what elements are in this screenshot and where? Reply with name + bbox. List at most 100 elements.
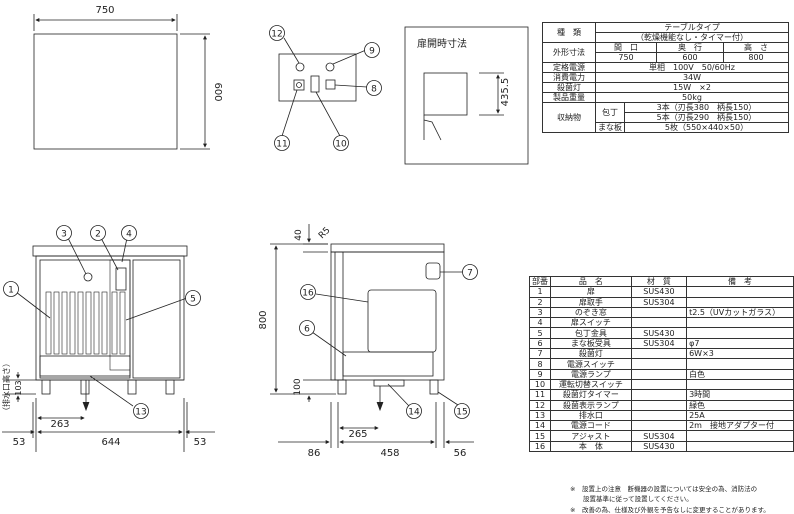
front-dim-left: 53 xyxy=(13,437,26,448)
part-number: 2 xyxy=(529,296,551,308)
table-row: 種 類 テーブルタイプ xyxy=(542,22,789,43)
part-number: 10 xyxy=(529,378,551,391)
callout-15: 15 xyxy=(456,408,467,418)
part-note xyxy=(686,327,794,339)
front-callouts: 1 3 2 4 5 13 xyxy=(3,225,201,419)
uv-timer xyxy=(293,79,305,91)
part-note xyxy=(686,317,794,329)
part-name: 本 体 xyxy=(550,440,632,453)
part-note: t2.5（UVカットガラス） xyxy=(686,306,794,319)
callout-8: 8 xyxy=(371,85,377,95)
part-note: 白色 xyxy=(686,368,794,380)
front-dim-right: 53 xyxy=(194,437,207,448)
part-number: 15 xyxy=(529,430,551,442)
part-material: SUS430 xyxy=(630,286,688,298)
sterilize-lamp xyxy=(295,62,305,72)
top-width-dim: 750 xyxy=(95,5,114,16)
table-row: 製品重量 50kg xyxy=(542,92,789,103)
part-name: 殺菌灯タイマー xyxy=(550,389,632,401)
part-material xyxy=(630,409,688,422)
part-material: SUS430 xyxy=(630,327,688,339)
part-name: 電源ランプ xyxy=(550,368,632,380)
side-dim-radius: R5 xyxy=(317,226,333,242)
part-number: 3 xyxy=(529,306,551,319)
part-note xyxy=(686,358,794,370)
table-row: 殺菌灯 15W ×2 xyxy=(542,82,789,93)
callout-3: 3 xyxy=(61,230,67,240)
part-name: 扉スイッチ xyxy=(550,317,632,329)
side-dim-mid: 458 xyxy=(380,448,399,459)
part-note xyxy=(686,430,794,442)
part-name: 扉取手 xyxy=(550,296,632,308)
callout-2: 2 xyxy=(95,230,101,240)
front-view xyxy=(2,237,215,452)
part-material: SUS304 xyxy=(630,430,688,442)
callout-14: 14 xyxy=(408,408,420,418)
drain-height-label: （排水口高さ） xyxy=(1,359,11,415)
top-depth-dim: 600 xyxy=(212,82,223,101)
side-view xyxy=(270,224,474,448)
table-row: 外形寸法 間 口 奥 行 高 さ xyxy=(542,42,789,63)
callout-11: 11 xyxy=(276,140,287,150)
side-dim-drain-offset: 265 xyxy=(348,429,367,440)
part-material xyxy=(630,368,688,380)
control-panel xyxy=(278,37,368,137)
door-handle xyxy=(115,267,127,291)
side-body xyxy=(330,251,445,381)
side-dim-height: 800 xyxy=(258,310,269,329)
part-name: のぞき窓 xyxy=(550,306,632,319)
control-panel-outline xyxy=(278,53,357,102)
callout-4: 4 xyxy=(126,230,132,240)
part-name: 殺菌表示ランプ xyxy=(550,399,632,411)
callout-6: 6 xyxy=(304,325,310,335)
part-note: 3時間 xyxy=(686,389,794,401)
part-note: 2m 接地アダプター付 xyxy=(686,420,794,432)
part-number: 12 xyxy=(529,399,551,411)
part-name: 電源スイッチ xyxy=(550,358,632,370)
part-note: φ7 xyxy=(686,337,794,350)
side-dim-right: 56 xyxy=(454,448,467,459)
part-note xyxy=(686,440,794,453)
front-dim-drain-height: 103 xyxy=(14,380,23,395)
callout-10: 10 xyxy=(335,140,347,150)
table-row: 消費電力 34W xyxy=(542,72,789,83)
part-name: 扉 xyxy=(550,286,632,298)
part-number: 6 xyxy=(529,337,551,350)
part-name: 殺菌灯 xyxy=(550,348,632,360)
part-name: 電源コード xyxy=(550,420,632,432)
part-number: 11 xyxy=(529,389,551,401)
spec-table: 種 類 テーブルタイプ （乾燥機能なし・タイマー付） 外形寸法 間 口 奥 行 … xyxy=(542,22,789,133)
part-number: 13 xyxy=(529,409,551,422)
front-door xyxy=(39,259,131,379)
note-line-1: ※ 設置上の注意 断機器の設置については安全の為、消防法の xyxy=(570,485,758,493)
part-material xyxy=(630,348,688,360)
callout-9: 9 xyxy=(369,47,375,57)
power-switch xyxy=(325,79,336,90)
side-table-top xyxy=(330,243,445,253)
callout-13: 13 xyxy=(135,408,146,418)
part-name: まな板受具 xyxy=(550,337,632,350)
part-number: 14 xyxy=(529,420,551,432)
part-note xyxy=(686,296,794,308)
part-material: SUS304 xyxy=(630,296,688,308)
part-note xyxy=(686,286,794,298)
part-material xyxy=(630,389,688,401)
callout-12: 12 xyxy=(271,30,282,40)
part-material xyxy=(630,317,688,329)
note-line-2: 設置基準に従って設置してください。 xyxy=(570,495,693,503)
part-name: アジャスト xyxy=(550,430,632,442)
door-open-box xyxy=(404,26,529,165)
side-dim-left: 86 xyxy=(308,448,321,459)
